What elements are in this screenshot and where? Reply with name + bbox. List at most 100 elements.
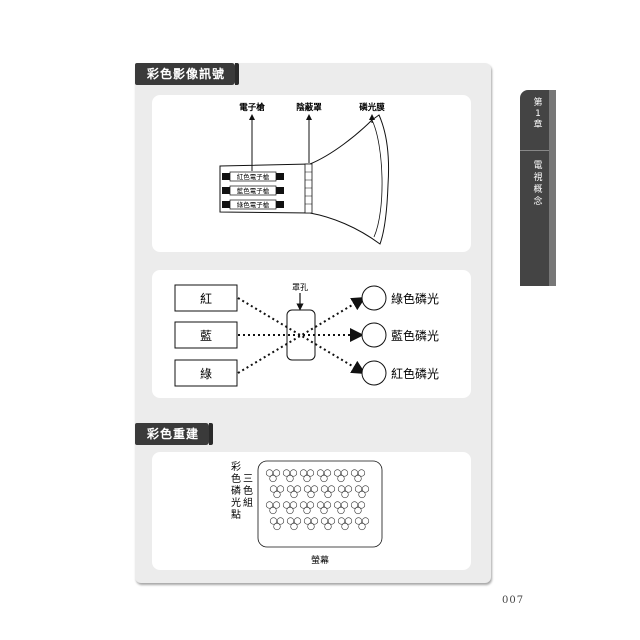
label-dots-char: 光: [231, 496, 241, 509]
chapter-char: 章: [533, 120, 543, 130]
phosphor-dot: [340, 469, 349, 477]
input-red-label: 紅: [200, 292, 212, 306]
input-blue-box: [174, 321, 238, 349]
phosphor-triad-grid: [265, 469, 370, 531]
phosphor-dot: [293, 485, 302, 493]
phosphor-dot: [306, 469, 315, 477]
phosphor-dot: [303, 474, 311, 483]
phosphor-green-dot: [361, 285, 387, 311]
label-dots-char: 點: [231, 508, 241, 521]
phosphor-dot: [269, 517, 278, 525]
chapter-number: 第 1 章: [520, 98, 556, 131]
phosphor-dot: [361, 517, 370, 525]
aperture-label: 罩孔: [292, 283, 308, 292]
phosphor-dot: [341, 490, 349, 499]
beam-diagram: 紅 藍 綠 罩孔 綠色磷光 藍色磷光 紅色磷光: [174, 283, 439, 387]
chapter-char: 第: [533, 98, 543, 108]
phosphor-dot: [269, 506, 277, 515]
chapter-title-char: 概: [533, 185, 543, 195]
beam-diagram-card: 紅 藍 綠 罩孔 綠色磷光 藍色磷光 紅色磷光: [152, 270, 471, 398]
crt-diagram: 紅色電子槍 藍色電子槍 綠色電子槍 電子槍 陰蔽罩 磷光膜: [219, 102, 390, 245]
gun-red: 紅色電子槍: [222, 171, 284, 182]
phosphor-red-dot: [361, 360, 387, 386]
phosphor-dot: [320, 485, 329, 493]
phosphor-dot: [276, 485, 285, 493]
screen-diagram: 彩 色 磷 光 點 三 色 組 螢幕: [231, 460, 383, 566]
label-shadow-mask: 陰蔽罩: [296, 102, 322, 113]
phosphor-dot: [310, 517, 319, 525]
gun-green-label: 綠色電子槍: [237, 200, 270, 209]
gun-green: 綠色電子槍: [222, 199, 284, 210]
label-triad-char: 三: [243, 474, 253, 485]
output-red-label: 紅色磷光: [391, 366, 439, 381]
phosphor-dot: [358, 522, 366, 531]
label-dots-char: 色: [231, 472, 241, 485]
phosphor-dot: [337, 506, 345, 515]
phosphor-dot: [286, 506, 294, 515]
gun-red-label: 紅色電子槍: [237, 172, 270, 181]
phosphor-dot: [323, 469, 332, 477]
chapter-divider: [520, 150, 556, 151]
phosphor-dot: [282, 501, 291, 509]
phosphor-dot: [303, 485, 312, 493]
aperture-box: [286, 309, 316, 361]
phosphor-dot: [350, 501, 359, 509]
phosphor-dot: [337, 485, 346, 493]
phosphor-dot: [293, 517, 302, 525]
chapter-title-char: 電: [533, 161, 543, 171]
phosphor-blue-dot: [361, 322, 387, 348]
phosphor-dot: [273, 522, 281, 531]
crt-diagram-card: 紅色電子槍 藍色電子槍 綠色電子槍 電子槍 陰蔽罩 磷光膜: [152, 95, 471, 252]
crt-tube-outline: [219, 114, 390, 245]
phosphor-dot: [324, 522, 332, 531]
phosphor-dot: [272, 469, 281, 477]
phosphor-dot: [272, 501, 281, 509]
phosphor-dot: [290, 522, 298, 531]
phosphor-dot: [276, 517, 285, 525]
section-title-color-reconstruction: 彩色重建: [135, 423, 214, 445]
phosphor-dot: [361, 485, 370, 493]
page-number: 007: [502, 595, 525, 606]
phosphor-dot: [354, 474, 362, 483]
phosphor-dot: [337, 474, 345, 483]
phosphor-dot: [333, 501, 342, 509]
input-blue-label: 藍: [200, 329, 212, 343]
phosphor-dot: [316, 469, 325, 477]
output-green-label: 綠色磷光: [391, 291, 439, 306]
phosphor-dot: [357, 501, 366, 509]
phosphor-dot: [289, 501, 298, 509]
phosphor-dot: [286, 474, 294, 483]
phosphor-dot: [354, 506, 362, 515]
input-green-label: 綠: [200, 367, 212, 381]
phosphor-dot: [282, 469, 291, 477]
label-phosphor-film: 磷光膜: [359, 102, 385, 113]
phosphor-dot: [307, 490, 315, 499]
label-triad-char: 色: [243, 484, 253, 497]
phosphor-dot: [341, 522, 349, 531]
phosphor-dot: [320, 506, 328, 515]
label-electron-gun: 電子槍: [239, 102, 265, 113]
phosphor-dot: [358, 490, 366, 499]
phosphor-dot: [357, 469, 366, 477]
input-red-box: [174, 284, 238, 312]
phosphor-dot: [286, 517, 295, 525]
phosphor-dot: [344, 485, 353, 493]
gun-blue: 藍色電子槍: [222, 185, 284, 196]
phosphor-dot: [327, 517, 336, 525]
chapter-title: 電 視 概 念: [520, 160, 556, 208]
chapter-title-char: 念: [533, 197, 543, 207]
screen-diagram-card: 彩 色 磷 光 點 三 色 組 螢幕: [152, 452, 471, 570]
phosphor-dot: [299, 469, 308, 477]
phosphor-dot: [299, 501, 308, 509]
phosphor-dot: [354, 485, 363, 493]
phosphor-dot: [333, 469, 342, 477]
phosphor-dot: [303, 517, 312, 525]
phosphor-dot: [320, 517, 329, 525]
phosphor-dot: [286, 485, 295, 493]
phosphor-dot: [307, 522, 315, 531]
phosphor-dot: [265, 469, 274, 477]
phosphor-dot: [269, 474, 277, 483]
shadow-mask: [304, 163, 313, 214]
phosphor-dot: [306, 501, 315, 509]
section-title-color-signal: 彩色影像訊號: [135, 63, 240, 85]
